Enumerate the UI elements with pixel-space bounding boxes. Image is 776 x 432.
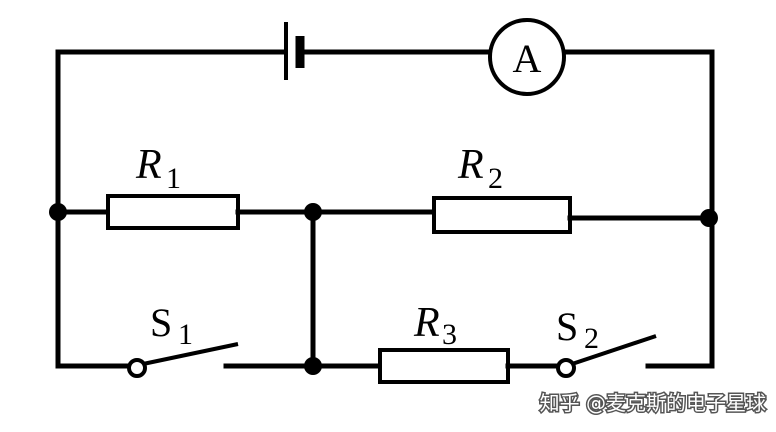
svg-text:R: R: [135, 142, 162, 188]
svg-text:S: S: [150, 300, 172, 345]
svg-text:1: 1: [178, 318, 193, 351]
junction-node-left: [49, 203, 67, 221]
junction-node-right: [700, 209, 718, 227]
svg-text:知乎 @麦克斯的电子星球: 知乎 @麦克斯的电子星球: [540, 391, 766, 415]
resistor-r2: [432, 196, 572, 234]
svg-text:R: R: [457, 142, 484, 188]
top-branch: A: [55, 18, 715, 96]
bottom-branch: [55, 334, 715, 384]
svg-text:知乎 @麦克斯的电子星球: 知乎 @麦克斯的电子星球: [540, 391, 766, 415]
ammeter-circle-icon: [488, 18, 566, 96]
svg-text:1: 1: [166, 162, 181, 195]
label-s1: S 1: [150, 300, 193, 351]
switch-s1-icon: [127, 342, 239, 378]
svg-text:3: 3: [442, 318, 457, 351]
junction-node-middle-top: [304, 203, 322, 221]
label-r3: R 3: [413, 300, 457, 351]
resistor-r1: [106, 194, 240, 230]
ammeter: A: [488, 18, 566, 96]
junction-node-middle-bottom: [304, 357, 322, 375]
label-s2: S 2: [556, 304, 599, 355]
svg-text:S: S: [556, 304, 578, 349]
svg-text:2: 2: [584, 322, 599, 355]
svg-text:2: 2: [488, 162, 503, 195]
svg-text:R: R: [413, 300, 440, 346]
resistor-r3: [378, 348, 510, 384]
middle-branch: [55, 194, 715, 234]
switch-s2-icon: [556, 334, 657, 378]
label-r1: R 1: [135, 142, 181, 195]
label-r2: R 2: [457, 142, 503, 195]
battery-icon: [284, 22, 305, 80]
ammeter-label: A: [513, 36, 542, 81]
watermark: 知乎 @麦克斯的电子星球 知乎 @麦克斯的电子星球: [538, 390, 767, 417]
